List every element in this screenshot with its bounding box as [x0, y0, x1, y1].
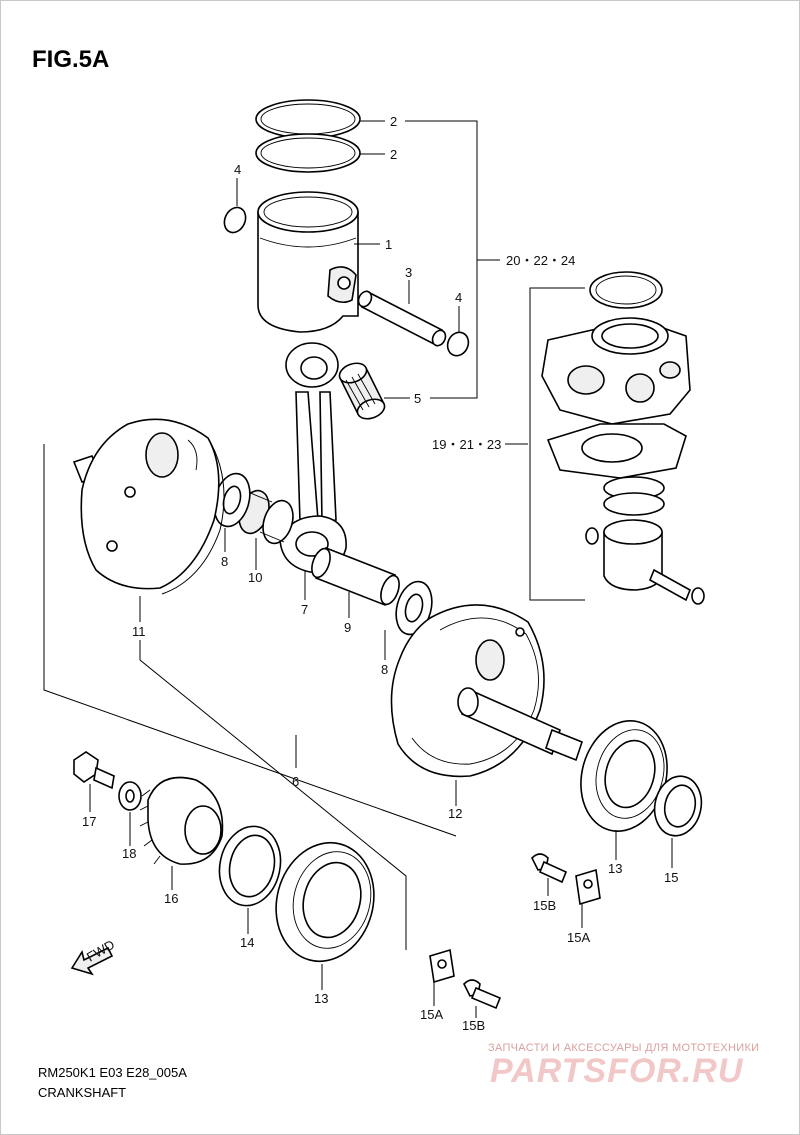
callout-5[interactable]: 5 — [414, 391, 421, 406]
callout-17[interactable]: 17 — [82, 814, 96, 829]
callout-7[interactable]: 7 — [301, 602, 308, 617]
crankshaft-bearing-left[interactable] — [263, 832, 387, 973]
callout-9[interactable]: 9 — [344, 620, 351, 635]
set-piston-rings[interactable] — [603, 476, 665, 516]
piston[interactable] — [257, 191, 359, 333]
cylinder-gasket-ring[interactable] — [589, 271, 663, 309]
callout-1[interactable]: 1 — [385, 237, 392, 252]
cylinder[interactable] — [541, 317, 691, 425]
bearing-retainer-plate-upper[interactable] — [575, 868, 601, 906]
callout-13-right[interactable]: 13 — [608, 861, 622, 876]
big-end-bearing[interactable] — [234, 487, 298, 547]
bearing-retainer-plate-lower[interactable] — [429, 948, 455, 984]
thrust-washer-right[interactable] — [391, 578, 438, 639]
callout-15b-lower[interactable]: 15B — [462, 1018, 485, 1033]
crank-pin[interactable] — [308, 546, 402, 607]
callout-18[interactable]: 18 — [122, 846, 136, 861]
section-name: CRANKSHAFT — [38, 1085, 127, 1100]
callout-15[interactable]: 15 — [664, 870, 678, 885]
set-piston-pin[interactable] — [648, 568, 692, 602]
callout-15a-upper[interactable]: 15A — [567, 930, 590, 945]
callout-2-upper[interactable]: 2 — [390, 114, 397, 129]
piston-pin-circlip-left[interactable] — [220, 204, 249, 236]
piston-pin[interactable] — [356, 289, 448, 348]
small-end-bearing[interactable] — [337, 360, 387, 422]
forward-direction-arrow: FWD — [70, 937, 117, 976]
callout-6[interactable]: 6 — [292, 774, 299, 789]
connecting-rod[interactable] — [279, 342, 347, 573]
piston-ring-lower[interactable] — [255, 133, 361, 173]
bearing-retainer-screw-lower[interactable] — [463, 979, 502, 1010]
callout-16[interactable]: 16 — [164, 891, 178, 906]
callout-11[interactable]: 11 — [132, 624, 146, 639]
watermark-brand: PARTSFOR.RU — [490, 1052, 744, 1090]
callout-4-left[interactable]: 4 — [234, 162, 241, 177]
callout-12[interactable]: 12 — [448, 806, 462, 821]
piston-ring-upper[interactable] — [255, 99, 361, 139]
oil-seal-right[interactable] — [649, 772, 706, 840]
figure-title: FIG.5A — [32, 46, 110, 73]
leader-lines — [43, 120, 673, 1018]
crankshaft-gear[interactable] — [139, 776, 224, 865]
bearing-retainer-screw-upper[interactable] — [531, 853, 568, 884]
crankshaft-left-half[interactable] — [72, 418, 225, 595]
callout-10[interactable]: 10 — [248, 570, 262, 585]
cylinder-base-gasket[interactable] — [546, 423, 687, 479]
model-code: RM250K1 E03 E28_005A — [38, 1065, 187, 1080]
callout-2-lower[interactable]: 2 — [390, 147, 397, 162]
callout-8-right[interactable]: 8 — [381, 662, 388, 677]
callout-set-20-22-24[interactable]: 20・22・24 — [506, 253, 575, 268]
callout-15b-upper[interactable]: 15B — [533, 898, 556, 913]
callout-8-left[interactable]: 8 — [221, 554, 228, 569]
callout-4-right[interactable]: 4 — [455, 290, 462, 305]
callout-3[interactable]: 3 — [405, 265, 412, 280]
piston-pin-circlip-right[interactable] — [444, 329, 472, 359]
crankshaft-bearing-right[interactable] — [569, 711, 679, 841]
gear-washer[interactable] — [118, 781, 142, 811]
set-circlips[interactable] — [585, 527, 705, 605]
callout-15a-lower[interactable]: 15A — [420, 1007, 443, 1022]
callout-13-left[interactable]: 13 — [314, 991, 328, 1006]
gear-bolt[interactable] — [73, 751, 115, 790]
callout-set-19-21-23[interactable]: 19・21・23 — [432, 437, 501, 452]
oil-seal-left[interactable] — [212, 821, 287, 912]
crankshaft-right-half[interactable] — [390, 604, 583, 778]
callout-labels: 2 2 4 1 3 4 5 20・22・24 19・21・23 8 10 7 9… — [82, 114, 678, 1033]
watermark-tagline: ЗАПЧАСТИ И АКСЕССУАРЫ ДЛЯ МОТОТЕХНИКИ — [488, 1042, 760, 1054]
callout-14[interactable]: 14 — [240, 935, 254, 950]
